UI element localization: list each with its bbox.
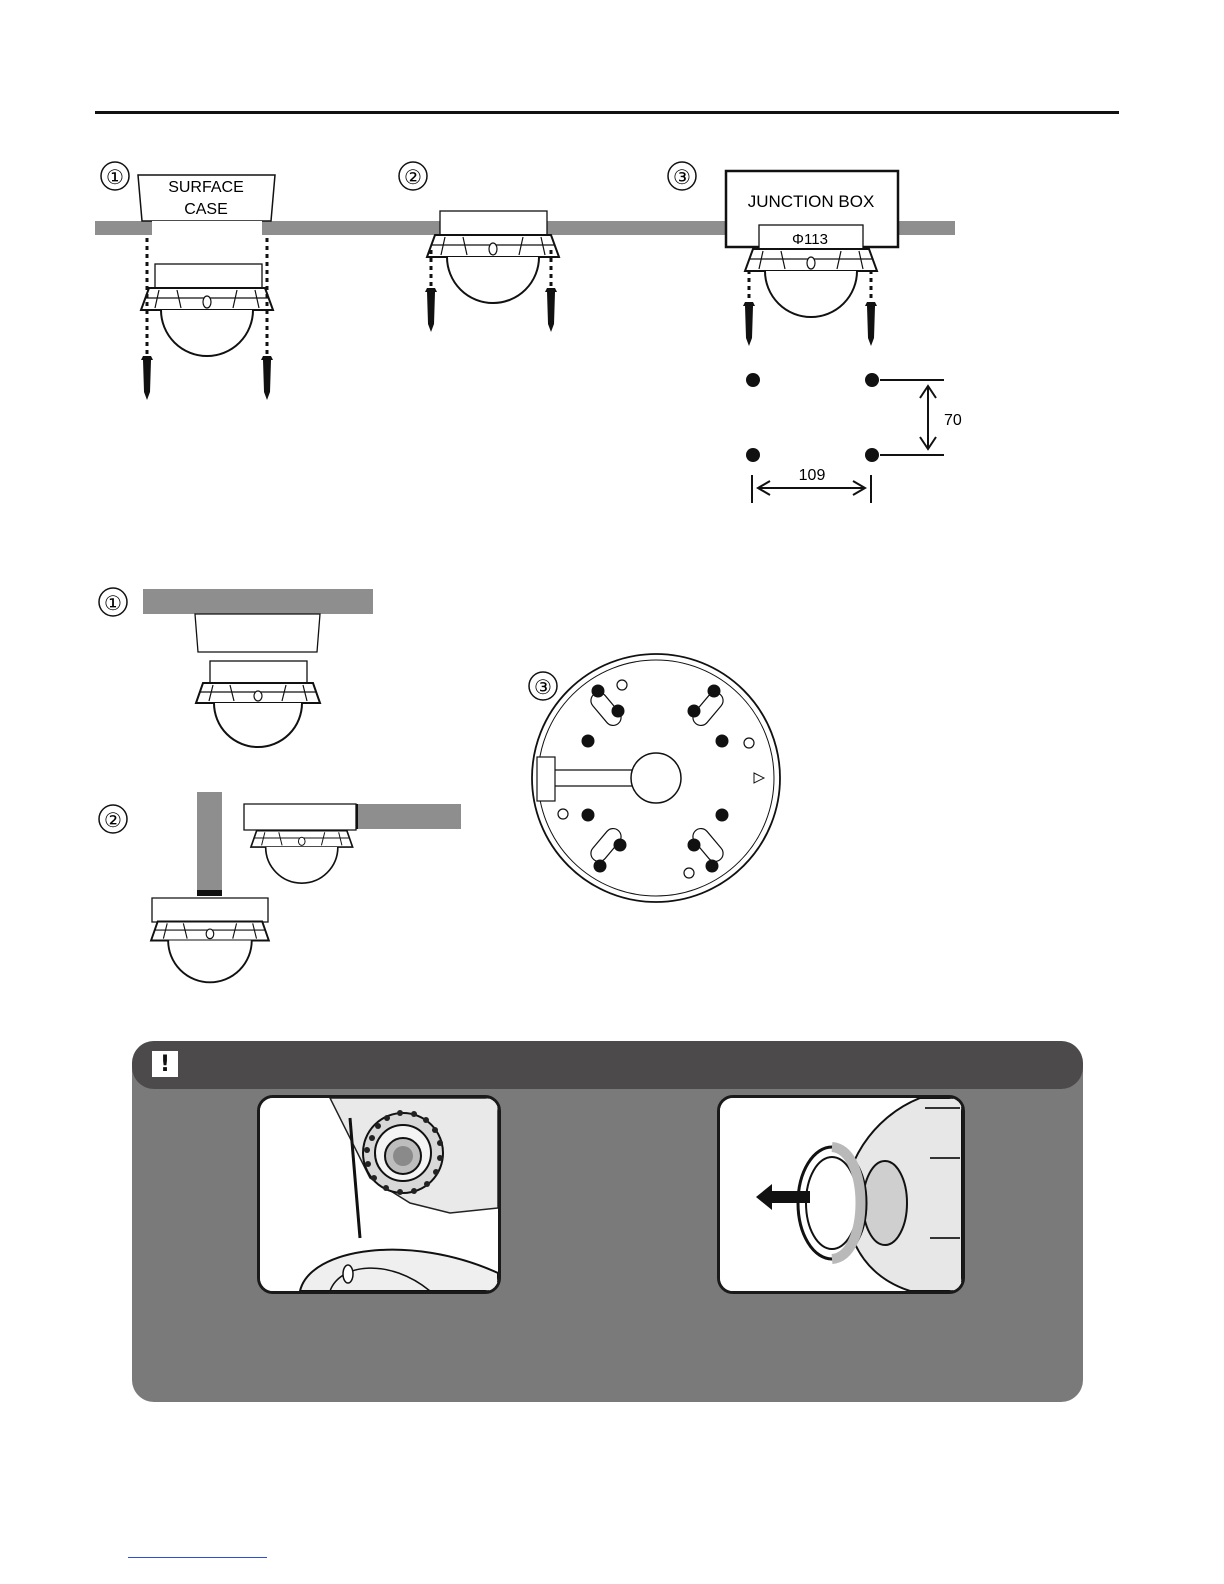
surface-case-diagram: ① ② ③ bbox=[0, 580, 1224, 1000]
notice-box: ! bbox=[132, 1041, 1083, 1402]
surface-case-label-line2: CASE bbox=[184, 201, 228, 218]
mounting-diagram: ① SURFACE CASE ② ③ JUNCTION BOX Φ113 70 … bbox=[0, 150, 1224, 530]
top-rule bbox=[95, 111, 1119, 114]
photo-ring-removal bbox=[717, 1095, 965, 1294]
dim-horizontal: 109 bbox=[799, 467, 826, 484]
step2-3-number: ③ bbox=[534, 675, 552, 699]
surface-case-label-line1: SURFACE bbox=[168, 179, 244, 196]
step-2-number: ② bbox=[404, 165, 422, 189]
step-3-number: ③ bbox=[673, 165, 691, 189]
diameter-label: Φ113 bbox=[792, 231, 828, 248]
footer-link-underline bbox=[128, 1557, 267, 1558]
step2-1-number: ① bbox=[104, 591, 122, 615]
base-plate bbox=[532, 654, 780, 902]
notice-header: ! bbox=[132, 1041, 1083, 1089]
step-1-number: ① bbox=[106, 165, 124, 189]
junction-box-label: JUNCTION BOX bbox=[748, 192, 875, 211]
exclamation-icon: ! bbox=[152, 1051, 178, 1077]
dim-vertical: 70 bbox=[944, 412, 962, 429]
photo-lens-closeup bbox=[257, 1095, 501, 1294]
step2-2-number: ② bbox=[104, 808, 122, 832]
